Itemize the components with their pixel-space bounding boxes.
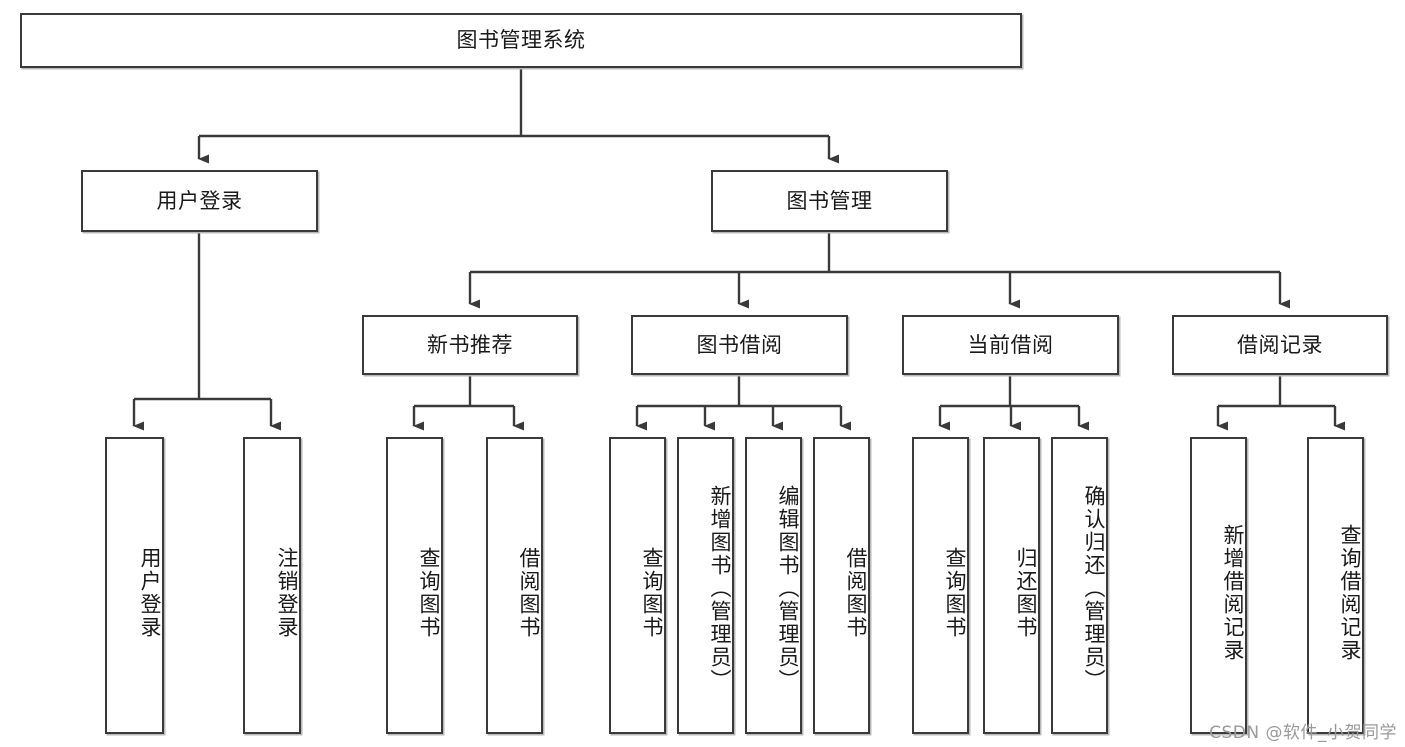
node-label: 图书管理 bbox=[786, 188, 873, 213]
node-label: 借阅记录 bbox=[1237, 332, 1323, 357]
node-label: 查询图书 bbox=[417, 546, 441, 639]
node-label: 借阅图书 bbox=[517, 546, 541, 639]
node-label: 查询图书 bbox=[640, 546, 664, 639]
node-leaf-add-book[interactable]: 新增图书（管理员） bbox=[677, 437, 734, 734]
csdn-watermark: CSDN @软件_小贺同学 bbox=[1209, 723, 1397, 743]
node-user-login[interactable]: 用户登录 bbox=[81, 170, 318, 232]
node-label: 查询图书 bbox=[943, 546, 967, 639]
node-leaf-query-book-2[interactable]: 查询图书 bbox=[609, 437, 666, 734]
node-label: 新书推荐 bbox=[427, 332, 513, 357]
node-label: 确认归还（管理员） bbox=[1082, 485, 1106, 692]
node-label: 查询借阅记录 bbox=[1338, 523, 1362, 662]
node-label: 新增图书（管理员） bbox=[708, 485, 732, 692]
node-label: 图书借阅 bbox=[696, 332, 783, 357]
node-label: 归还图书 bbox=[1014, 546, 1038, 639]
node-label: 注销登录 bbox=[275, 546, 299, 639]
node-leaf-add-record[interactable]: 新增借阅记录 bbox=[1190, 437, 1247, 734]
node-leaf-return-book[interactable]: 归还图书 bbox=[983, 437, 1040, 734]
node-borrow-record[interactable]: 借阅记录 bbox=[1172, 315, 1388, 375]
node-root-图书管理系统[interactable]: 图书管理系统 bbox=[20, 13, 1022, 68]
node-label: 编辑图书（管理员） bbox=[776, 485, 800, 692]
node-leaf-user-login[interactable]: 用户登录 bbox=[105, 437, 164, 734]
node-leaf-query-record[interactable]: 查询借阅记录 bbox=[1307, 437, 1364, 734]
node-label: 借阅图书 bbox=[844, 546, 868, 639]
node-leaf-borrow-book-1[interactable]: 借阅图书 bbox=[486, 437, 543, 734]
node-leaf-edit-book[interactable]: 编辑图书（管理员） bbox=[745, 437, 802, 734]
node-new-book-rec[interactable]: 新书推荐 bbox=[362, 315, 578, 375]
node-leaf-logout[interactable]: 注销登录 bbox=[243, 437, 301, 734]
node-leaf-confirm-return[interactable]: 确认归还（管理员） bbox=[1051, 437, 1108, 734]
node-book-manage[interactable]: 图书管理 bbox=[711, 170, 948, 232]
node-label: 用户登录 bbox=[156, 188, 243, 213]
node-label: 图书管理系统 bbox=[456, 28, 586, 53]
node-leaf-borrow-book-2[interactable]: 借阅图书 bbox=[813, 437, 870, 734]
node-book-borrow[interactable]: 图书借阅 bbox=[631, 315, 848, 375]
node-leaf-query-book-1[interactable]: 查询图书 bbox=[386, 437, 443, 734]
node-label: 当前借阅 bbox=[967, 332, 1054, 357]
node-label: 用户登录 bbox=[138, 546, 162, 639]
node-current-borrow[interactable]: 当前借阅 bbox=[902, 315, 1119, 375]
node-leaf-query-book-3[interactable]: 查询图书 bbox=[912, 437, 969, 734]
node-label: 新增借阅记录 bbox=[1221, 523, 1245, 662]
